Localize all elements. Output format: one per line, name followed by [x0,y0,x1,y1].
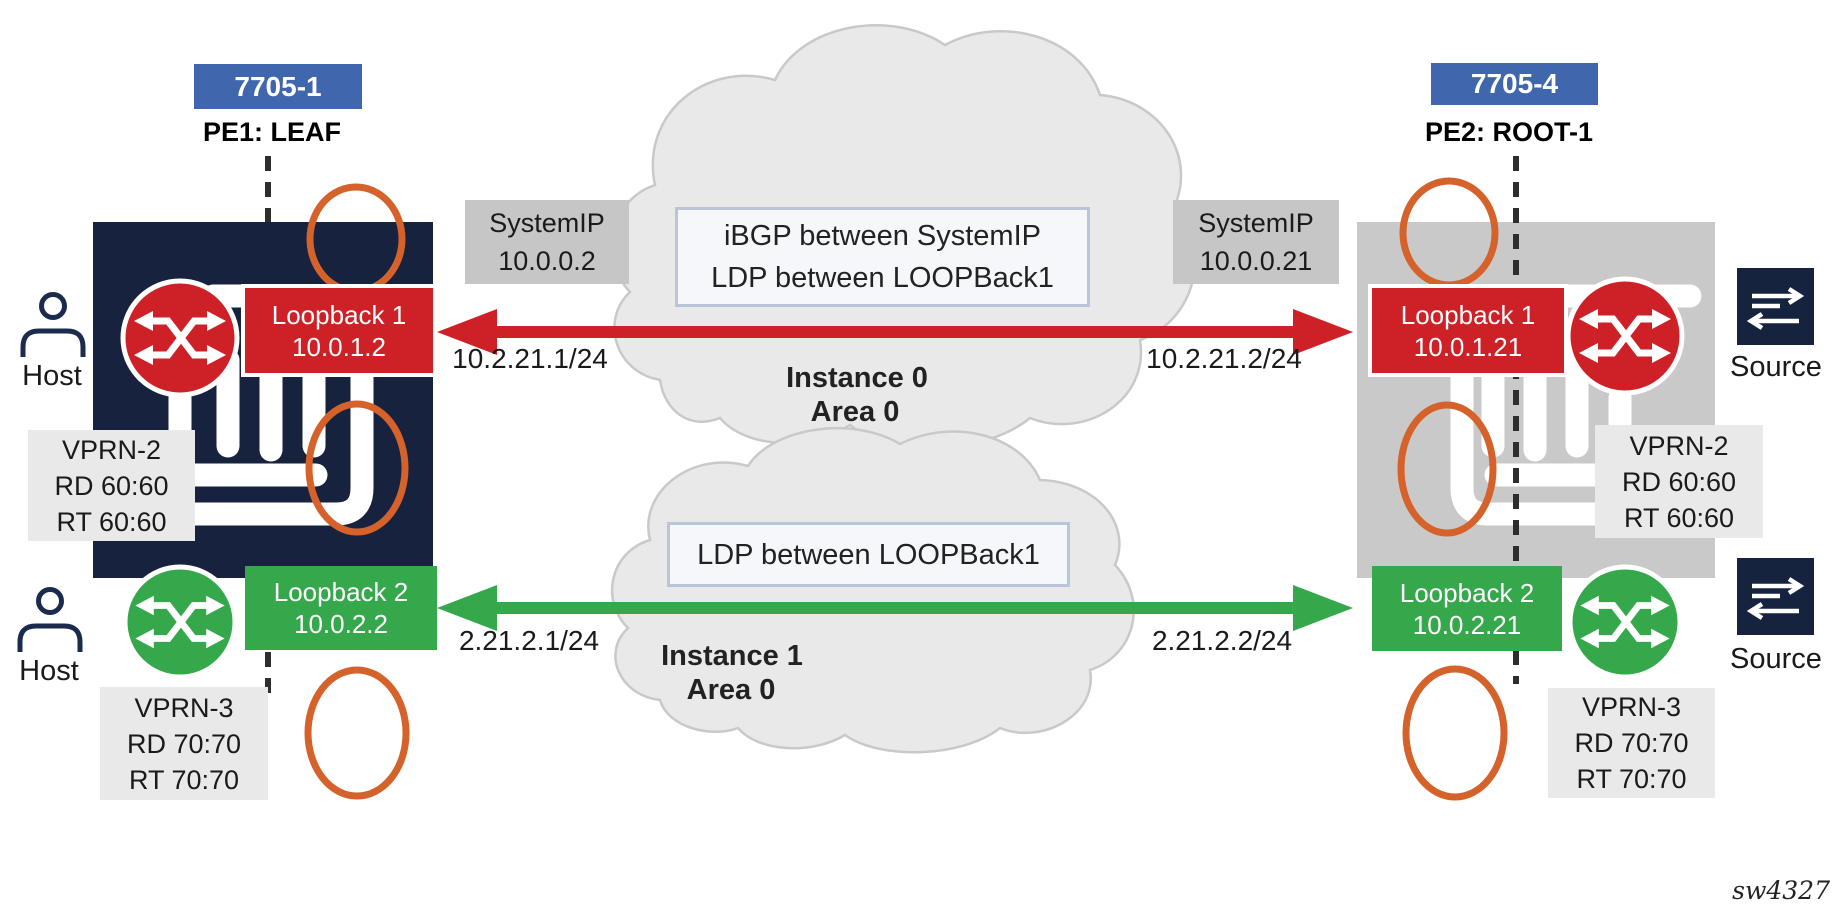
source-bottom-label: Source [1730,643,1822,675]
pe1-loopback2-box: Loopback 2 10.0.2.2 [245,566,437,650]
dashed-lines [265,156,1519,696]
core-top-protocol-note: iBGP between SystemIP LDP between LOOPBa… [675,207,1090,307]
link0-right-ip: 10.2.21.2/24 [1146,343,1302,374]
host-top-label: Host [22,360,82,392]
pe1-loopback2-name: Loopback 2 [273,577,409,607]
pe1-loopback1-name: Loopback 1 [271,299,407,330]
pe1-systemip-name: SystemIP [489,208,605,238]
source-bottom-icon [1737,558,1814,635]
vprn2-rt: RT 60:60 [56,506,167,537]
pe2-systemip-name: SystemIP [1198,208,1314,238]
cloud-bottom [610,426,1135,754]
pe1-router-red-icon [120,278,240,398]
vprn2-rd: RD 60:60 [54,470,169,501]
pe2-loopback1-addr: 10.0.1.21 [1413,331,1523,362]
link-instance0-arrow [437,309,1353,355]
core-bottom-protocol-note: LDP between LOOPBack1 [667,522,1070,587]
link0-left-ip: 10.2.21.1/24 [452,343,608,374]
pe2-loopback2-name: Loopback 2 [1399,577,1535,608]
pe2-loopback1-box: Loopback 1 10.0.1.21 [1368,284,1568,377]
link1-right-ip: 2.21.2.2/24 [1151,625,1293,656]
pe2-model-badge: 7705-4 [1431,63,1598,105]
pe2-router-green-icon [1567,564,1683,680]
note-line2: LDP between LOOPBack1 [711,262,1054,294]
vprn2-rt: RT 60:60 [1623,502,1735,533]
pe1-model-badge: 7705-1 [194,64,362,109]
vprn2-name: VPRN-2 [1629,430,1729,461]
host-bottom-icon [17,587,83,652]
area0-bottom-label: Area 0 [686,674,776,706]
pe1-title: PE1: LEAF [202,117,342,147]
source-top-label: Source [1730,351,1822,383]
vprn3-name: VPRN-3 [1581,692,1682,722]
area0-top-label: Area 0 [810,396,900,428]
link1-left-ip: 2.21.2.1/24 [458,625,600,656]
pe1-systemip-addr: 10.0.0.2 [498,246,596,276]
pe2-title: PE2: ROOT-1 [1424,117,1594,147]
note-line1: iBGP between SystemIP [723,220,1041,252]
port-highlight-ellipses [304,177,1508,801]
pe1-vprn3-label: VPRN-3 RD 70:70 RT 70:70 [100,687,268,800]
instance0-label: Instance 0 [786,362,928,394]
pe2-router-red-icon [1565,276,1685,396]
pe2-loopback1-name: Loopback 1 [1400,299,1536,330]
figure-watermark: sw4327 [1732,876,1830,905]
pe2-systemip-label: SystemIP 10.0.0.21 [1173,200,1339,284]
pe2-loopback2-addr: 10.0.2.21 [1412,609,1522,640]
pe2-systemip-addr: 10.0.0.21 [1199,246,1313,276]
pe1-loopback1-addr: 10.0.1.2 [292,331,386,362]
pe1-router-green-icon [122,564,238,680]
vprn3-rt: RT 70:70 [1576,764,1687,794]
vprn2-rd: RD 60:60 [1621,466,1737,497]
pe2-vprn2-label: VPRN-2 RD 60:60 RT 60:60 [1595,425,1763,538]
source-top-icon [1737,268,1814,345]
host-bottom-label: Host [19,655,79,687]
host-top-icon [20,292,86,357]
vprn3-rt: RT 70:70 [128,764,240,795]
vprn2-name: VPRN-2 [61,434,162,465]
instance1-label: Instance 1 [661,640,803,672]
pe2-vprn3-label: VPRN-3 RD 70:70 RT 70:70 [1548,688,1715,798]
vprn3-rd: RD 70:70 [1574,728,1689,758]
note-line1: LDP between LOOPBack1 [697,538,1040,571]
pe1-systemip-label: SystemIP 10.0.0.2 [465,200,629,284]
pe2-loopback2-box: Loopback 2 10.0.2.21 [1372,566,1562,651]
vprn3-rd: RD 70:70 [126,728,242,759]
pe1-vprn2-label: VPRN-2 RD 60:60 RT 60:60 [28,430,195,541]
vprn3-name: VPRN-3 [134,692,234,723]
pe1-loopback2-addr: 10.0.2.2 [294,609,388,639]
pe1-loopback1-box: Loopback 1 10.0.1.2 [241,284,437,377]
link-instance1-arrow [437,585,1353,631]
